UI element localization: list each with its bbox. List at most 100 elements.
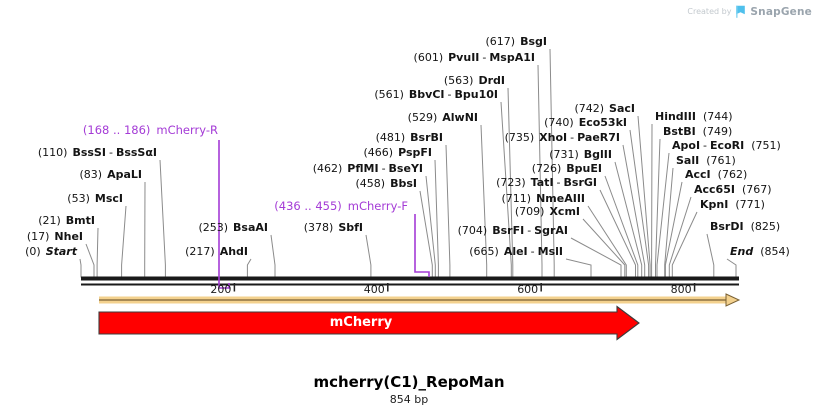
site-label: (726)BpuEI [532,161,602,176]
site-position: (767) [741,183,772,196]
enzyme-name: ApaLI [107,168,142,181]
site-connector [706,233,715,278]
site-connector [79,258,82,278]
site-position: (711) [501,192,532,205]
site-position: (744) [702,110,733,123]
sequence-line-lower [81,283,739,286]
site-label: (711) NmeAIII [501,191,585,206]
site-position: (466) [363,146,394,159]
site-label: (709)XcmI [515,204,580,219]
enzyme-name: MslI [537,245,563,258]
site-position: (529) [407,111,438,124]
site-position: (110) [37,146,68,159]
site-connector [655,138,661,278]
ruler-label: 200 [210,283,232,296]
site-label: (21) BmtI [38,213,95,228]
watermark-created-by-text: Created by [687,7,732,16]
enzyme-name: BseYI [388,162,423,175]
enzyme-name: NheI [54,230,83,243]
enzyme-name: PaeR7I [577,131,620,144]
enzyme-name: BstBI [663,125,696,138]
enzyme-name: Eco53kI [578,116,627,129]
enzyme-name: SacI [609,102,635,115]
enzyme-name: NmeAIII [536,192,585,205]
backbone-arrowhead [725,293,741,307]
site-name-separator: - [703,139,708,152]
site-position: (0) [25,245,41,258]
site-connector [121,205,127,278]
site-connector [500,101,512,278]
site-connector [671,211,698,278]
enzyme-name: BsrGI [563,176,597,189]
site-label: (110)BssSI-BssSαI [38,145,157,160]
site-position: (462) [312,162,343,175]
site-position: (726) [531,162,562,175]
enzyme-name: MspA1I [489,51,535,64]
enzyme-name: BbvCI [408,88,445,101]
site-label: (466)PspFI [364,145,433,160]
site-connector [549,48,555,278]
enzyme-name: MscI [94,192,123,205]
site-connector [656,152,670,278]
site-label: BstBI(749) [663,124,732,139]
site-position: (601) [413,51,444,64]
ruler-label: 800 [670,283,692,296]
enzyme-name: PvuII [448,51,480,64]
site-label: (0)Start [25,244,77,259]
site-position: (217) [185,245,215,258]
site-position: (825) [750,220,781,233]
mcherry-feature-arrow [98,305,640,341]
site-label: (617)BsgI [486,34,548,49]
site-label: (665)AleI-MslI [469,244,563,259]
site-connector [425,175,436,278]
sequence-title: mcherry(C1)_RepoMan [313,373,505,391]
site-label: (83)ApaLI [79,167,142,182]
primer-name: mCherry-R [156,123,218,137]
site-label: HindIII(744) [655,109,733,124]
site-label: End(854) [730,244,790,259]
primer-label: (168 .. 186) mCherry-R [83,123,218,138]
site-name-separator: - [530,245,535,258]
mcherry-feature-label: mCherry [329,315,393,330]
site-label: (561)BbvCI-Bpu10I [374,87,498,102]
site-label: (742)SacI [574,101,635,116]
site-label: Acc65I(767) [694,182,772,197]
site-connector [537,64,543,278]
enzyme-name: BglII [583,148,612,161]
watermark-brand-text: SnapGene [750,5,812,18]
site-label: (723)TatI-BsrGI [496,175,597,190]
enzyme-name: SgrAI [534,224,568,237]
site-connector [419,190,433,278]
primer-label: (436 .. 455)mCherry-F [274,199,408,214]
site-connector [270,234,276,278]
site-connector [480,124,488,278]
site-connector [85,243,95,278]
enzyme-name: AhdI [219,245,248,258]
site-connector [637,115,651,278]
site-label: (458)BbsI [356,176,418,191]
enzyme-name: SbfI [338,221,363,234]
enzyme-name: BmtI [65,214,95,227]
site-position: (481) [375,131,406,144]
site-connector [434,159,439,278]
site-position: (762) [717,168,748,181]
enzyme-name: KpnI [700,198,729,211]
site-position: (21) [38,214,61,227]
site-label: AccI (762) [685,167,747,182]
site-name-separator: - [447,88,452,101]
site-name-separator: - [556,176,561,189]
site-position: (617) [485,35,516,48]
site-position: (378) [303,221,334,234]
enzyme-name: Bpu10I [454,88,499,101]
primer-range: (168 .. 186) [82,123,151,137]
enzyme-name: AccI [685,168,711,181]
enzyme-name: DrdI [478,74,505,87]
site-connector [587,205,627,278]
primer-bracket [414,214,430,277]
site-position: (665) [469,245,499,258]
site-label: (529)AlwNI [408,110,478,125]
enzyme-name: BssSI [72,146,106,159]
ruler-label: 400 [363,283,385,296]
